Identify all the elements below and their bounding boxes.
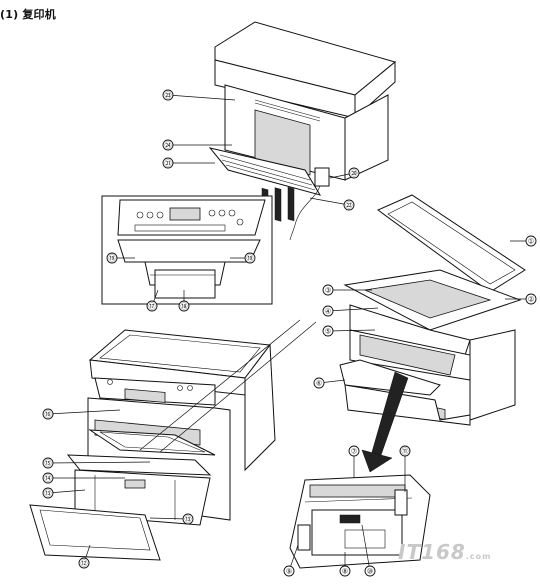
callout-circle [364, 565, 376, 577]
callout-8: ⑧ [339, 552, 351, 577]
callout-label: ㉓ [165, 92, 172, 100]
callout-label: ⑱ [181, 303, 188, 311]
callout-circle [162, 139, 174, 151]
callout-label: ③ [325, 287, 331, 295]
callout-leader [47, 409, 121, 415]
callout-label: ① [528, 238, 534, 246]
callout-label: ② [528, 296, 534, 304]
callout-label: ⑤ [325, 328, 331, 336]
callout-circle [182, 513, 194, 525]
callout-leader [47, 489, 86, 494]
callout-5: ⑤ [322, 325, 376, 337]
callout-label: ⑭ [45, 475, 52, 483]
rear-view-copier [208, 21, 397, 241]
callout-label: ⑬ [45, 490, 52, 498]
callout-circle [42, 487, 54, 499]
callout-label: ⑯ [45, 411, 52, 419]
callout-circle [339, 565, 351, 577]
callout-9: ⑨ [283, 544, 299, 577]
callout-circle [348, 445, 360, 457]
callout-11: ⑪ [399, 445, 411, 492]
callout-circle [322, 284, 334, 296]
callout-leader [361, 524, 371, 572]
callout-16: ⑮ [42, 457, 151, 469]
callout-leader [309, 197, 350, 206]
callout-leader [149, 517, 189, 520]
callout-circle [146, 300, 158, 312]
callout-circle [399, 445, 411, 457]
callout-circle [162, 89, 174, 101]
callout-circle [178, 300, 190, 312]
callout-20: ⑲ [106, 252, 135, 264]
callout-6: ⑥ [313, 377, 346, 389]
callout-label: ⑳ [351, 170, 358, 178]
callout-label: ⑧ [342, 568, 348, 576]
callout-label: ㉑ [165, 160, 172, 168]
callout-13: ⑬ [42, 487, 86, 499]
open-lid-copier [339, 194, 526, 473]
watermark: IT168.com [398, 540, 492, 564]
callout-23: ㉑ [162, 157, 215, 169]
callout-25: ㉓ [162, 89, 236, 101]
callout-14: ⑬ [149, 513, 194, 525]
callout-24: ㉒ [309, 197, 355, 211]
callout-label: ⑪ [402, 448, 409, 456]
callout-26: ㉔ [162, 139, 232, 151]
callout-12: ⑫ [78, 544, 91, 569]
callout-circle [244, 252, 256, 264]
callout-circle [42, 457, 54, 469]
control-panel-inset [101, 195, 273, 305]
callout-circle [42, 472, 54, 484]
figure-title: (1) 复印机 [0, 8, 56, 21]
callout-label: ④ [325, 308, 331, 316]
callout-label: ⑰ [149, 303, 156, 311]
callout-label: ⑥ [316, 380, 322, 388]
callout-label: ⑬ [185, 516, 192, 524]
callout-18: ⑰ [146, 289, 159, 312]
callout-circle [313, 377, 325, 389]
callout-label: ⑫ [81, 560, 88, 568]
callout-10: ⑩ [361, 524, 376, 577]
callout-1: ① [510, 235, 537, 247]
callout-circle [525, 293, 537, 305]
callout-circle [322, 305, 334, 317]
callout-circle [78, 557, 90, 569]
callout-4: ④ [322, 305, 379, 317]
front-copier [29, 319, 317, 561]
callout-leader [327, 329, 376, 332]
callout-circle [42, 408, 54, 420]
callout-label: ⑲ [109, 255, 116, 263]
callout-3: ③ [322, 284, 372, 296]
callout-label: ⑮ [45, 460, 52, 468]
callout-7: ⑦ [348, 445, 360, 478]
callout-leader [47, 461, 151, 464]
callout-leader [327, 307, 379, 312]
callout-circle [283, 565, 295, 577]
toner-cartridge [289, 474, 431, 569]
callout-label: ⑦ [351, 448, 357, 456]
callout-17: ⑯ [42, 408, 121, 420]
callout-label: ㉔ [165, 142, 172, 150]
callout-circle [322, 325, 334, 337]
callout-circle [348, 167, 360, 179]
callout-label: ㉒ [346, 202, 353, 210]
callout-label: ⑨ [286, 568, 292, 576]
callout-circle [343, 199, 355, 211]
callout-22: ⑳ [329, 167, 360, 179]
callout-circle [106, 252, 118, 264]
callout-leader [167, 94, 236, 101]
callout-2: ② [505, 293, 537, 305]
callout-21: ⑲ [230, 252, 256, 264]
callout-15: ⑭ [42, 472, 125, 484]
callout-19: ⑱ [178, 290, 190, 312]
callout-label: ⑲ [247, 255, 254, 263]
callout-circle [525, 235, 537, 247]
callout-label: ⑩ [367, 568, 373, 576]
callout-circle [162, 157, 174, 169]
